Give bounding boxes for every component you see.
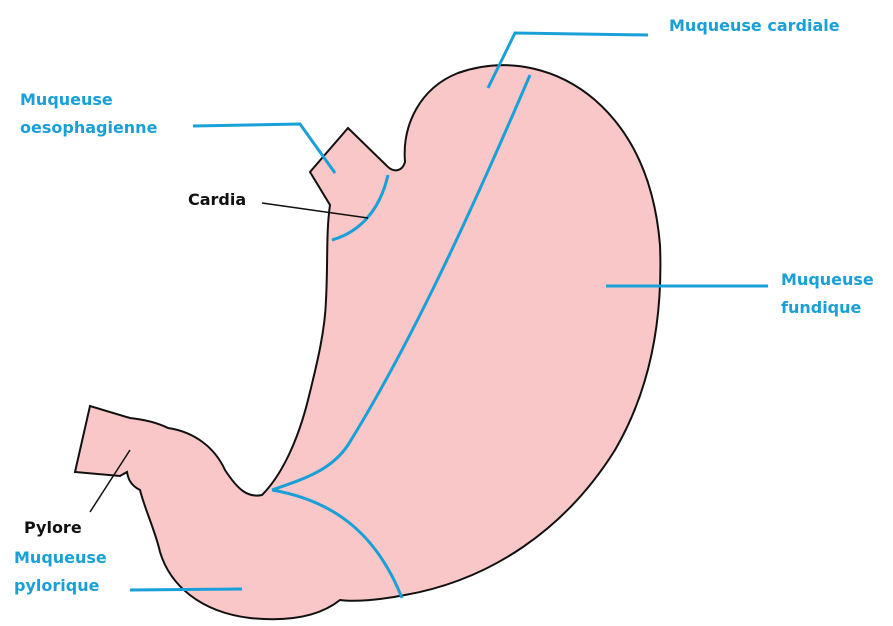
leader-muqueuse-oesophagienne (193, 124, 335, 173)
label-muqueuse-oesophagienne-line2: oesophagienne (20, 116, 157, 140)
label-muqueuse-pylorique-line1: Muqueuse (14, 546, 107, 570)
label-cardia: Cardia (188, 188, 246, 212)
label-muqueuse-oesophagienne-line1: Muqueuse (20, 88, 113, 112)
stomach-shape (75, 65, 660, 619)
label-muqueuse-fundique-line2: fundique (781, 296, 861, 320)
label-pylore: Pylore (24, 516, 82, 540)
leader-muqueuse-pylorique (130, 589, 242, 590)
label-muqueuse-fundique-line1: Muqueuse (781, 268, 874, 292)
label-muqueuse-cardiale: Muqueuse cardiale (669, 14, 840, 38)
label-muqueuse-pylorique-line2: pylorique (14, 574, 99, 598)
